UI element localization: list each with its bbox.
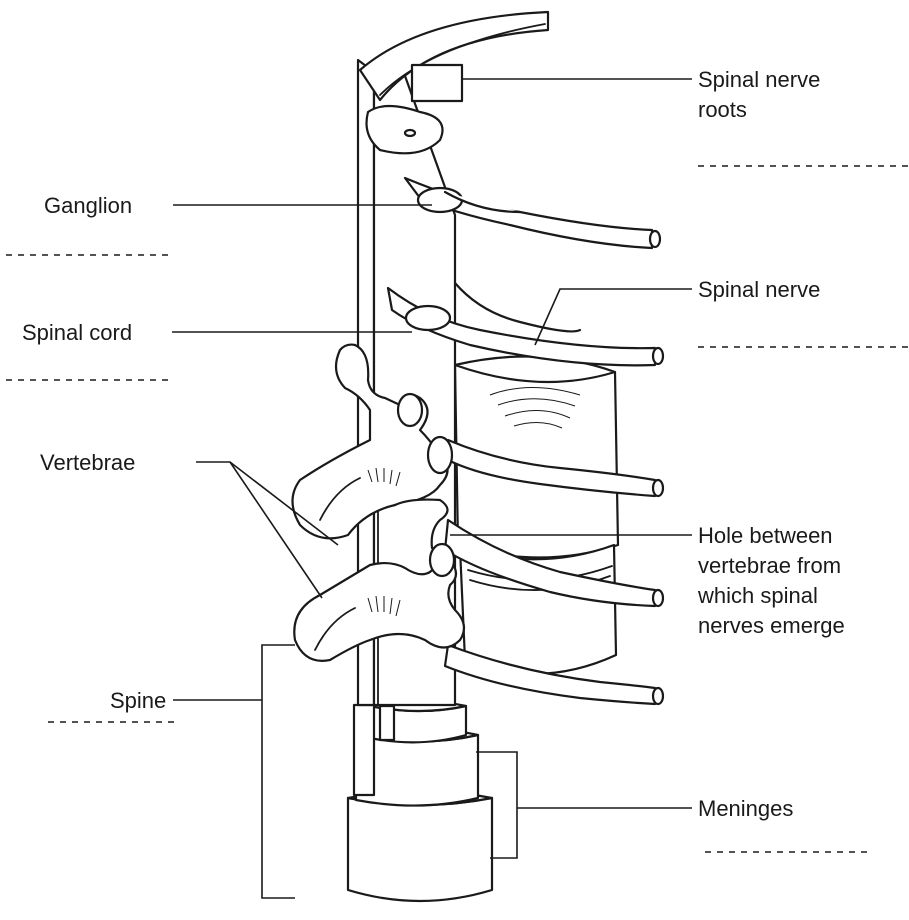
label-hole-line4: nerves emerge [698, 613, 845, 638]
label-hole-line2: vertebrae from [698, 553, 841, 578]
label-meninges: Meninges [698, 796, 793, 821]
vertebral-bodies [455, 356, 618, 673]
label-hole-line3: which spinal [697, 583, 818, 608]
label-spine: Spine [110, 688, 166, 713]
label-spinal-cord: Spinal cord [22, 320, 132, 345]
label-spinal-nerve: Spinal nerve [698, 277, 820, 302]
label-spinal-nerve-roots-line2: roots [698, 97, 747, 122]
label-spinal-nerve-roots-line1: Spinal nerve [698, 67, 820, 92]
label-ganglion: Ganglion [44, 193, 132, 218]
nerve-roots [360, 12, 548, 153]
label-vertebrae: Vertebrae [40, 450, 135, 475]
spine-bracket [262, 645, 295, 898]
leader-spinal-nerve [535, 289, 692, 345]
meninges-sheath [348, 701, 492, 901]
spine-illustration [293, 12, 664, 901]
label-hole-line1: Hole between [698, 523, 833, 548]
